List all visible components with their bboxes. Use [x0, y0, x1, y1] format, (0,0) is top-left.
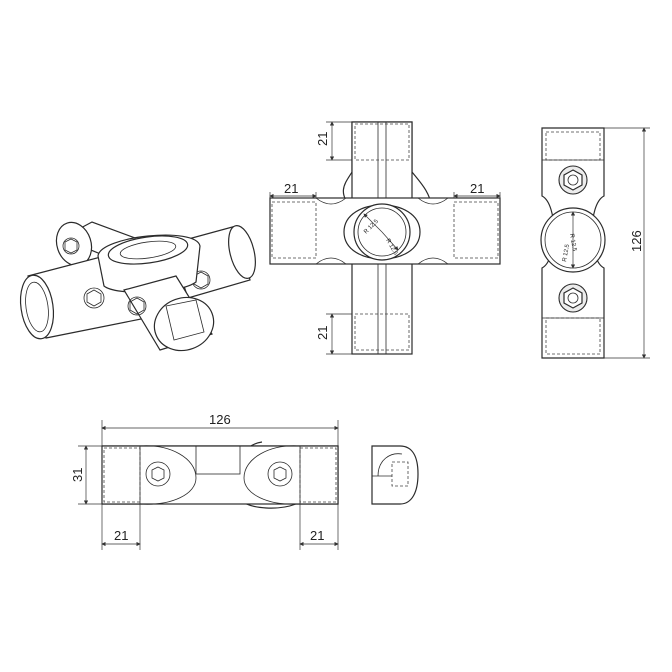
top-arm-dimension: 21 — [315, 132, 330, 146]
side-radius-b: R 12.5 — [562, 243, 571, 262]
front-left-arm-dimension: 21 — [114, 528, 128, 543]
left-arm-dimension: 21 — [284, 181, 298, 196]
right-arm-dimension: 21 — [470, 181, 484, 196]
side-height-dimension: 126 — [629, 230, 644, 252]
end-profile-view — [371, 445, 419, 505]
front-width-dimension: 126 — [209, 412, 231, 427]
front-right-arm-dimension: 21 — [310, 528, 324, 543]
isometric-view — [19, 221, 256, 352]
side-view: R 12.5 R 12.5 126 — [540, 127, 650, 359]
front-height-dimension: 31 — [70, 468, 85, 482]
side-radius-a: R 12.5 — [568, 233, 577, 252]
bottom-arm-dimension: 21 — [315, 326, 330, 340]
top-view: R 12.5 R 12.5 21 21 21 21 — [269, 121, 501, 355]
front-view: 126 31 21 21 — [70, 412, 339, 550]
